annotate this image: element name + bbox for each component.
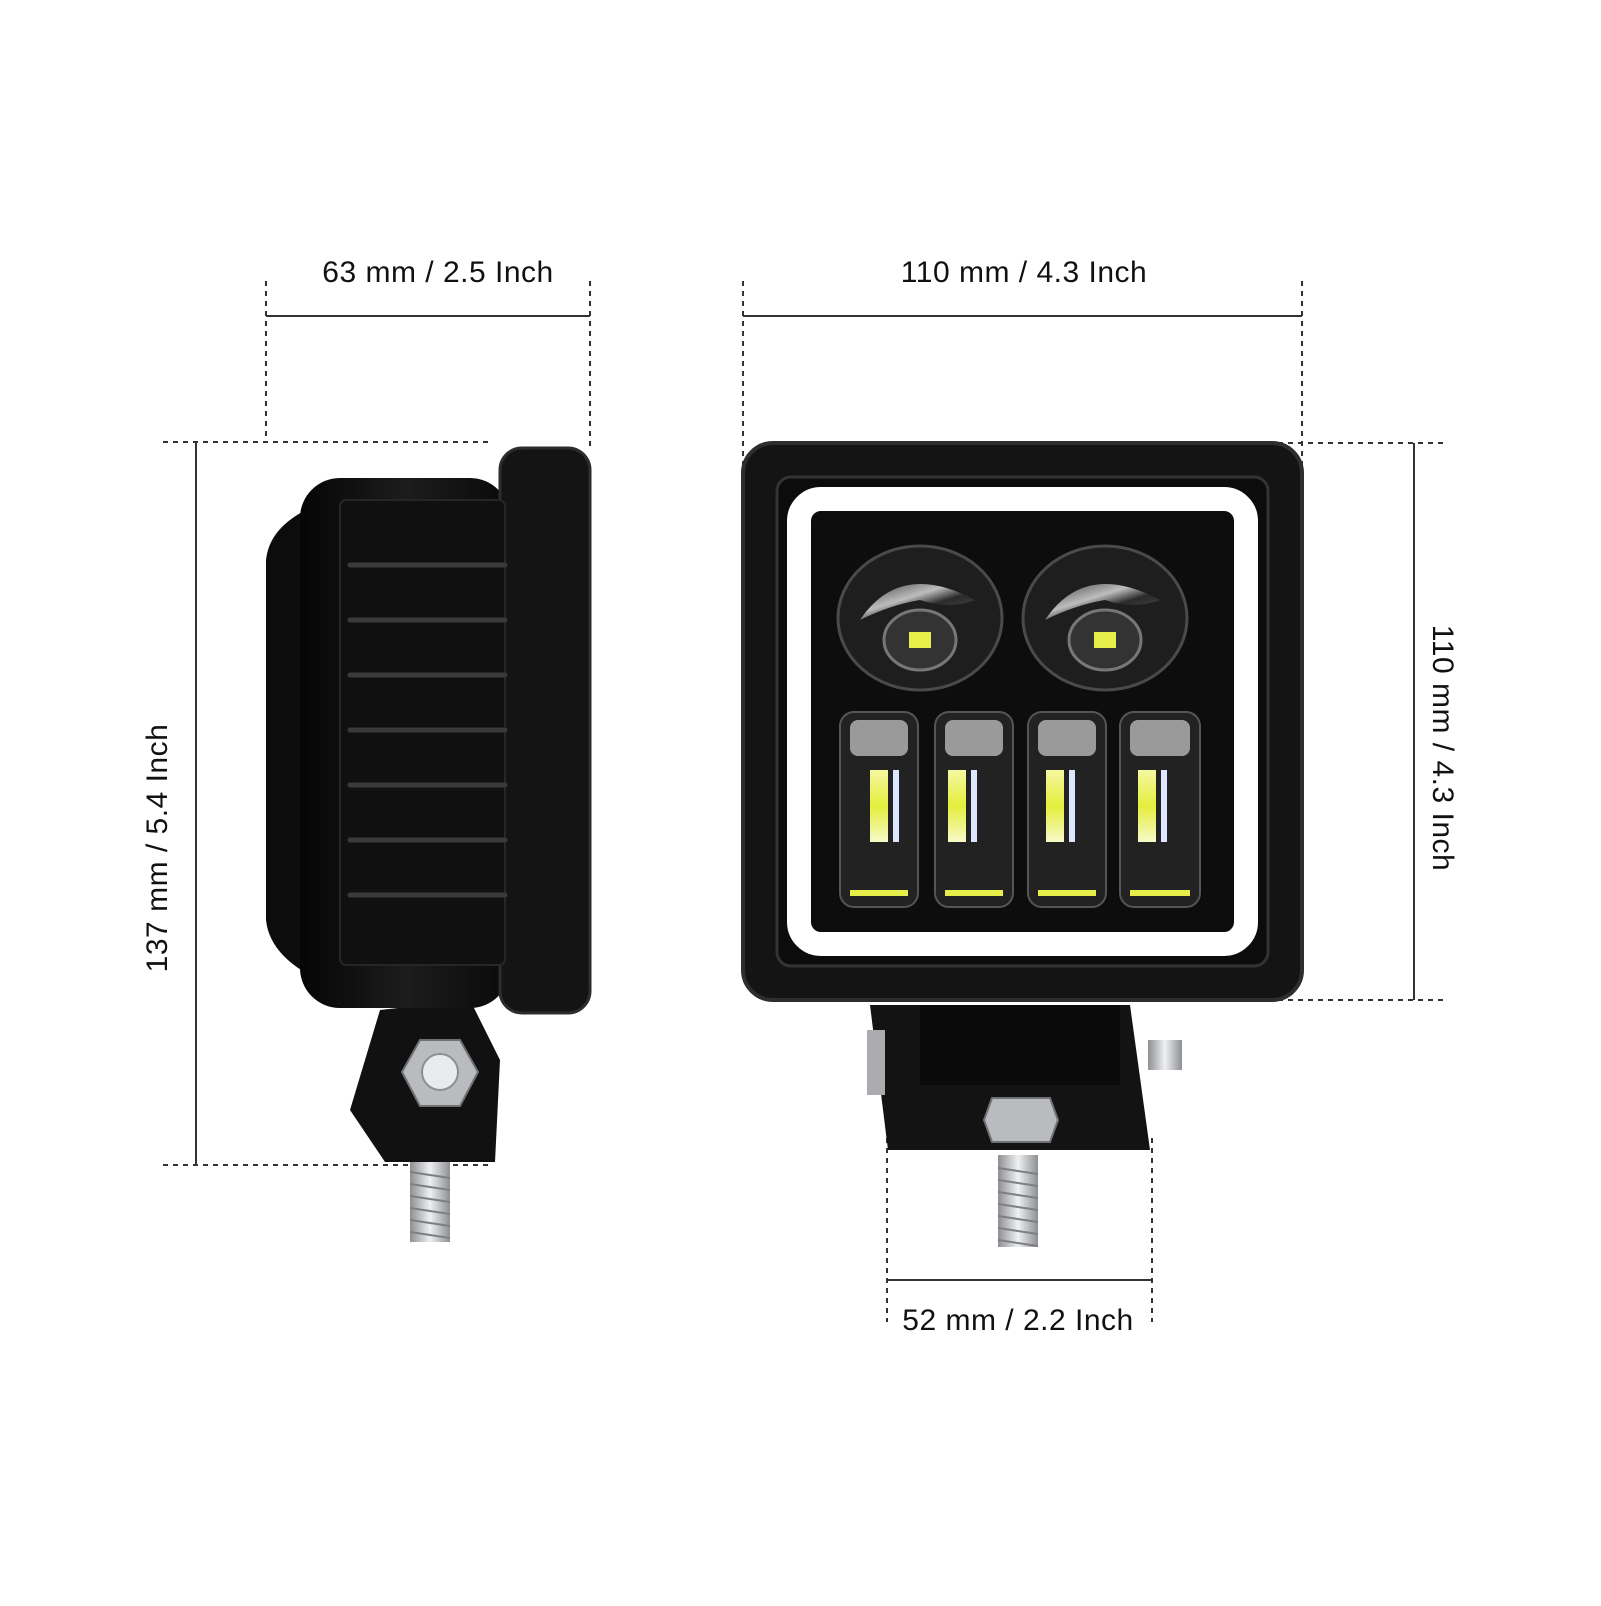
front-view-lamp [741, 441, 1304, 1247]
side-front-bezel [498, 446, 592, 1015]
projector-lens-left [836, 544, 1004, 692]
halo-ring [787, 487, 1258, 956]
led-cup-1 [839, 711, 919, 908]
front-right-bolt [1148, 1040, 1182, 1070]
side-view-lamp [266, 446, 592, 1242]
side-bolt [409, 1160, 451, 1242]
led-cup-3 [1027, 711, 1107, 908]
dimension-lines [163, 281, 1447, 1322]
front-left-nut [867, 1030, 885, 1095]
front-width-label: 110 mm / 4.3 Inch [900, 256, 1148, 289]
front-nut [982, 1097, 1060, 1143]
led-cup-2 [934, 711, 1014, 908]
projector-lens-right [1021, 544, 1189, 692]
bracket-width-label: 52 mm / 2.2 Inch [902, 1304, 1134, 1337]
front-height-label: 110 mm / 4.3 Inch [1426, 624, 1459, 872]
side-width-label: 63 mm / 2.5 Inch [322, 256, 554, 289]
side-height-label: 137 mm / 5.4 Inch [141, 723, 174, 973]
led-cup-4 [1119, 711, 1201, 908]
front-bolt [997, 1155, 1039, 1247]
